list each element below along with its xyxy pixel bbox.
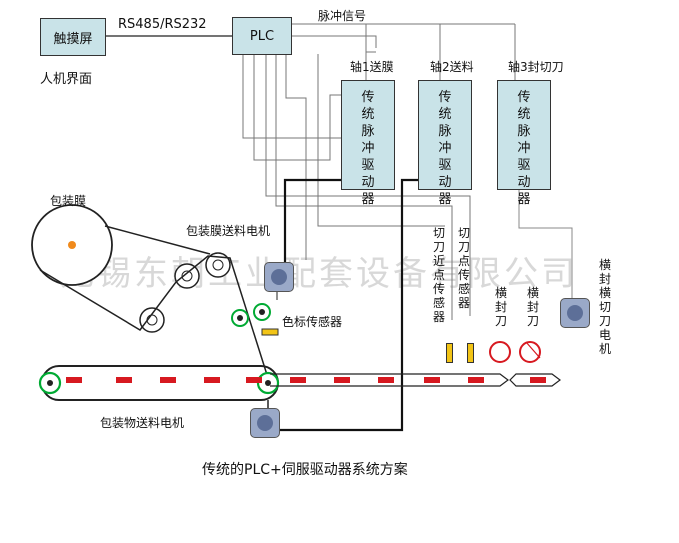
cutter-sensor (467, 343, 474, 363)
pulse-label: 脉冲信号 (318, 9, 367, 23)
axis3-label: 轴3封切刀 (508, 60, 564, 74)
driver-axis1: 传统脉冲驱动 器 (341, 80, 395, 207)
cutter-near-sensor (446, 343, 453, 363)
product-motor-label: 包装物送料电机 (100, 416, 185, 430)
driver-axis2: 传统脉冲驱动 器 (418, 80, 472, 207)
cutter-near-sensor-label: 切刀近点传感器 (432, 226, 445, 324)
product-motor-icon (250, 408, 280, 438)
hmi-label: 触摸屏 (53, 31, 93, 47)
axis2-label: 轴2送料 (430, 60, 474, 74)
diagram-caption: 传统的PLC+伺服驱动器系统方案 (202, 462, 408, 478)
link-label: RS485/RS232 (118, 17, 207, 32)
film-motor-icon (264, 262, 294, 292)
film-motor-label: 包装膜送料电机 (186, 224, 271, 238)
cutter-sensor-label: 切刀点传感器 (457, 226, 470, 310)
hmi-box: 触摸屏 (40, 18, 106, 56)
watermark: 无锡东朝工业配套设备有限公司 (60, 254, 578, 294)
driver-axis3: 传统脉冲驱动 器 (497, 80, 551, 207)
hmi-caption: 人机界面 (40, 72, 93, 87)
plc-box: PLC (232, 17, 292, 55)
axis1-label: 轴1送膜 (350, 60, 394, 74)
color-sensor-label: 色标传感器 (282, 315, 343, 329)
seal-motor-label: 横封横切刀电机 (598, 258, 611, 356)
seal-cutter-1-label: 横封刀 (494, 286, 507, 328)
film-label: 包装膜 (50, 194, 87, 208)
plc-label: PLC (249, 28, 275, 44)
seal-cutter-2-label: 横封刀 (526, 286, 539, 328)
seal-motor-icon (560, 298, 590, 328)
